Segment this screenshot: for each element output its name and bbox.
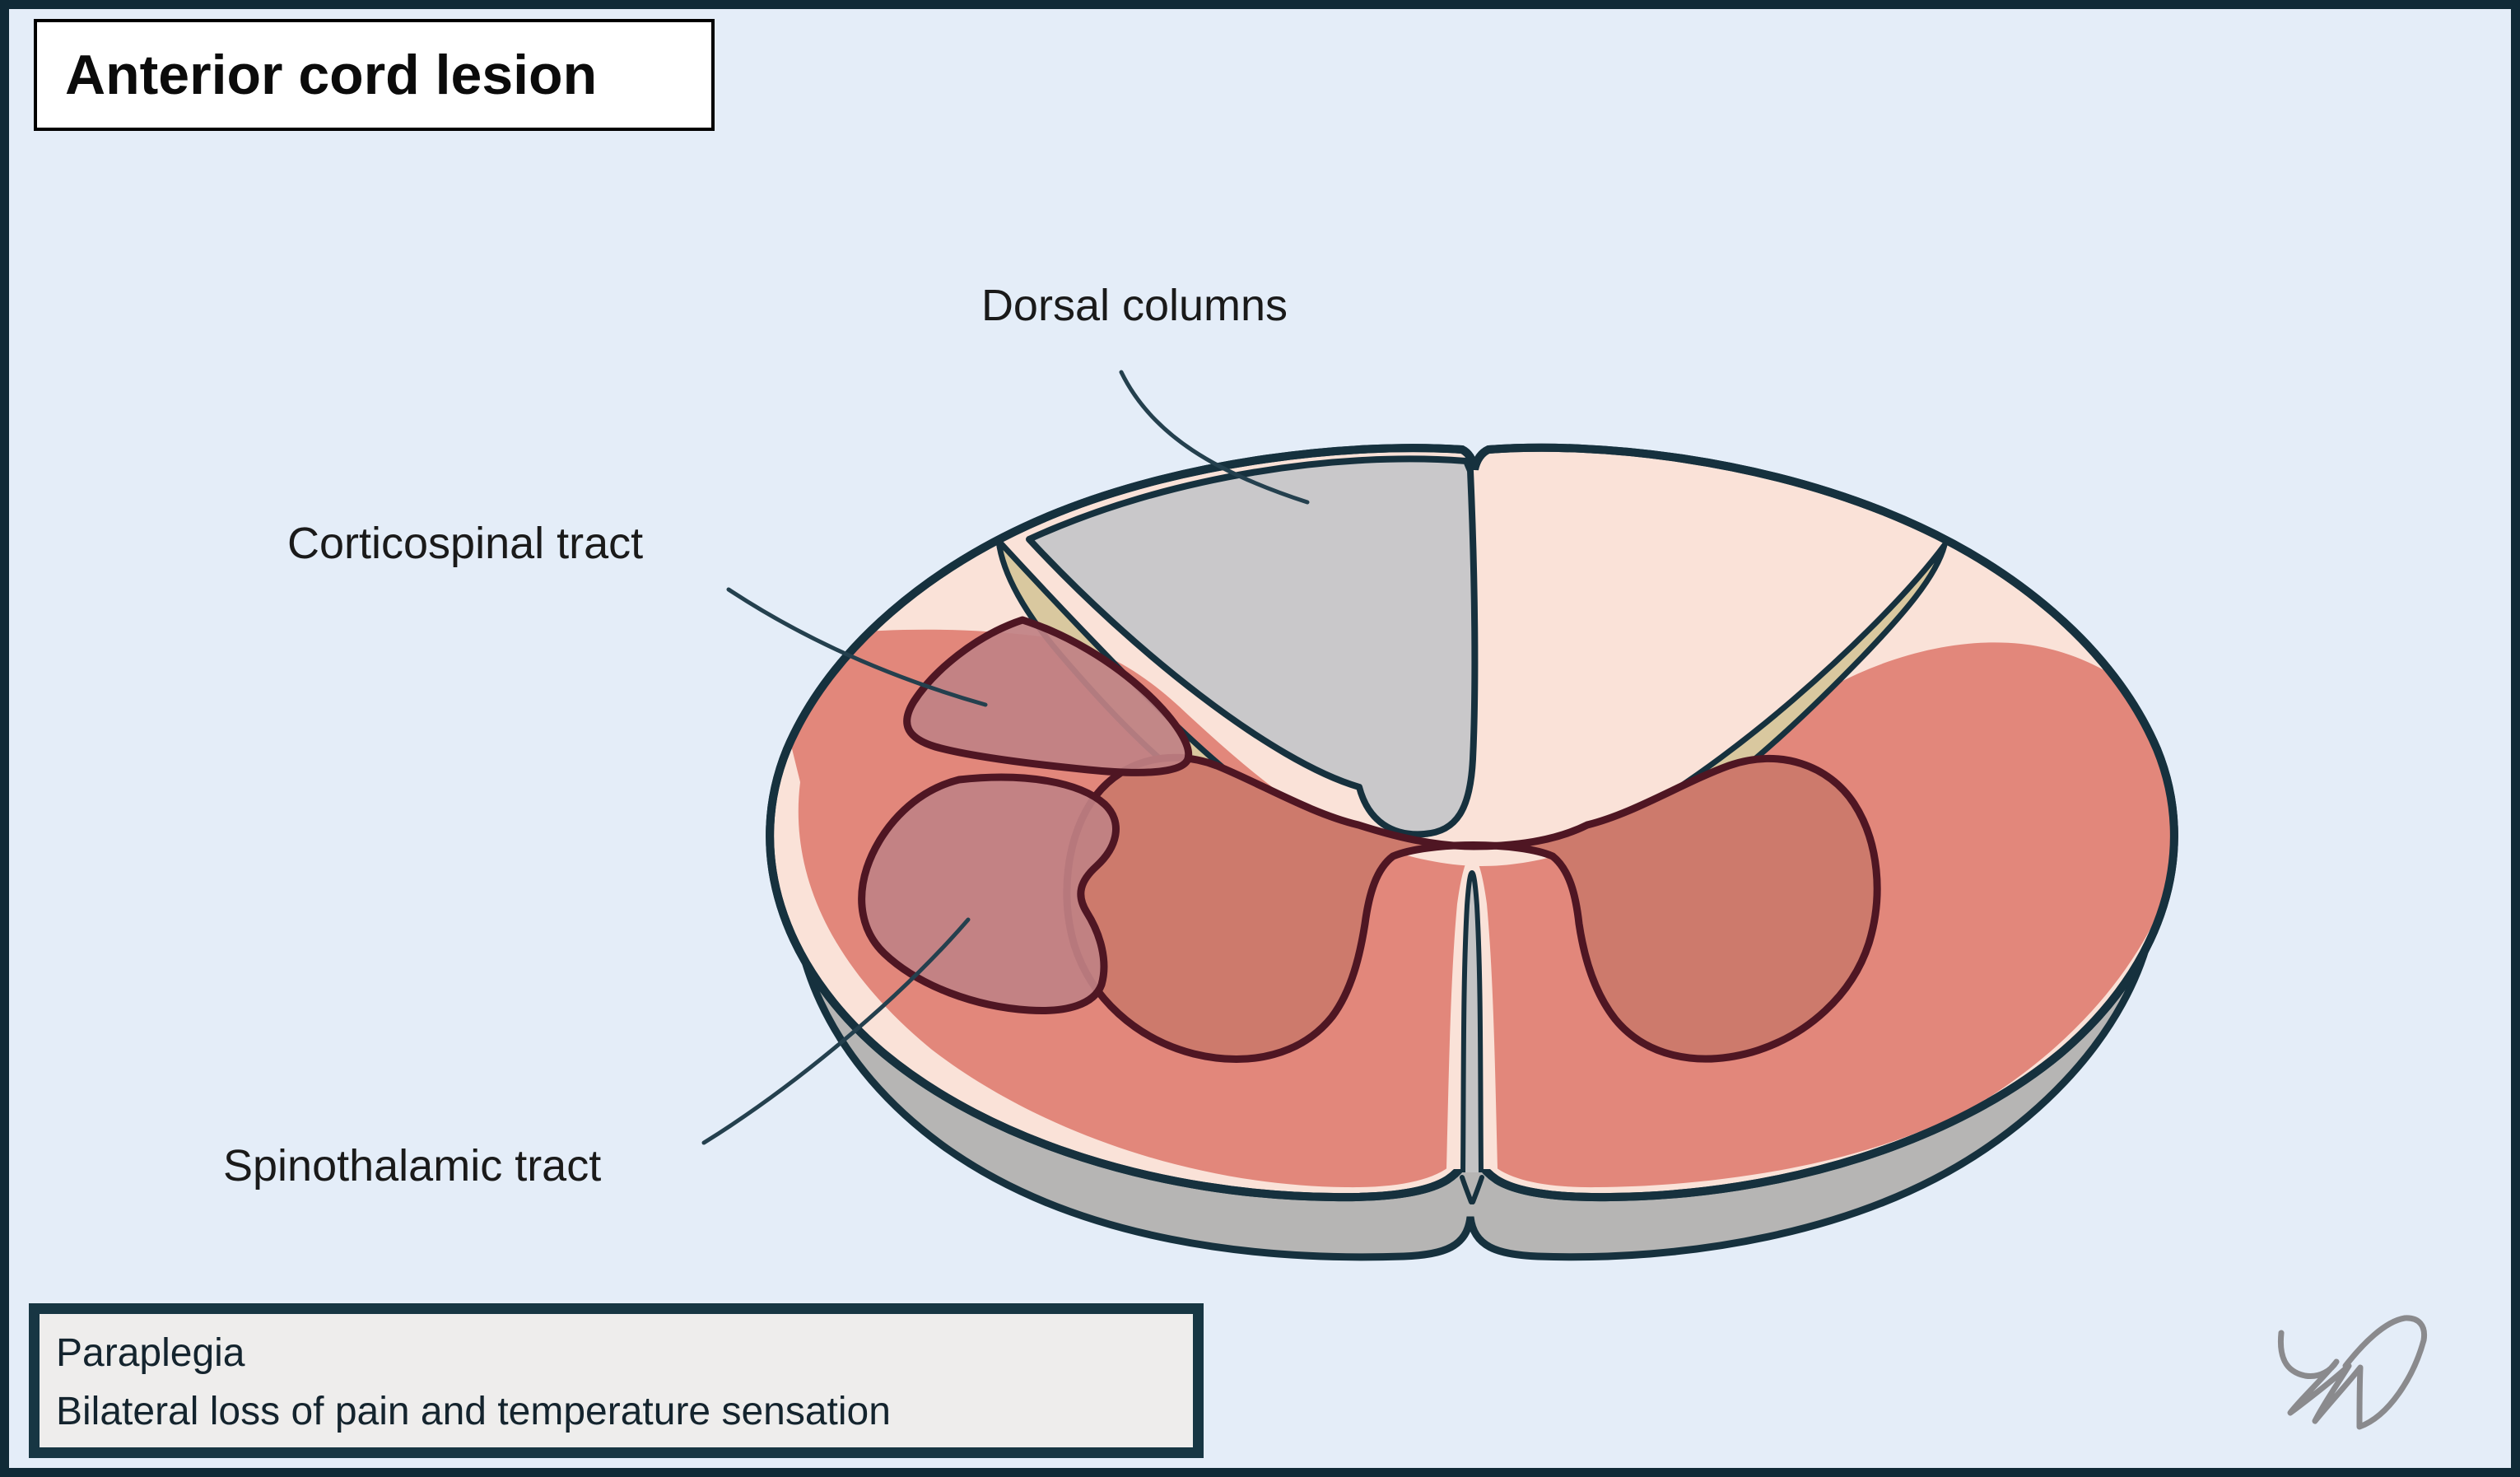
leader-line-spinothalamic [701,917,971,1145]
label-dorsal-columns: Dorsal columns [981,281,1288,330]
leader-line-dorsal-columns [1119,370,1310,505]
fissure-shadow-notch [1460,1175,1484,1204]
leader-line-corticospinal [726,587,988,707]
title-box: Anterior cord lesion [34,19,715,131]
label-corticospinal-tract: Corticospinal tract [287,519,644,568]
finding-paraplegia: Paraplegia [56,1331,245,1375]
signature [2277,1315,2428,1430]
label-spinothalamic-tract: Spinothalamic tract [223,1141,602,1190]
page-title: Anterior cord lesion [65,44,598,106]
clinical-findings-box: Paraplegia Bilateral loss of pain and te… [29,1303,1204,1458]
dorsal-columns-region [1026,455,1479,838]
spinothalamic-tract-highlight [858,773,1120,1014]
finding-sensory-loss: Bilateral loss of pain and temperature s… [56,1390,891,1433]
cord-outline [766,443,2178,1202]
corticospinal-tract-highlight [903,616,1192,776]
anterior-median-fissure-slit [1460,869,1484,1173]
